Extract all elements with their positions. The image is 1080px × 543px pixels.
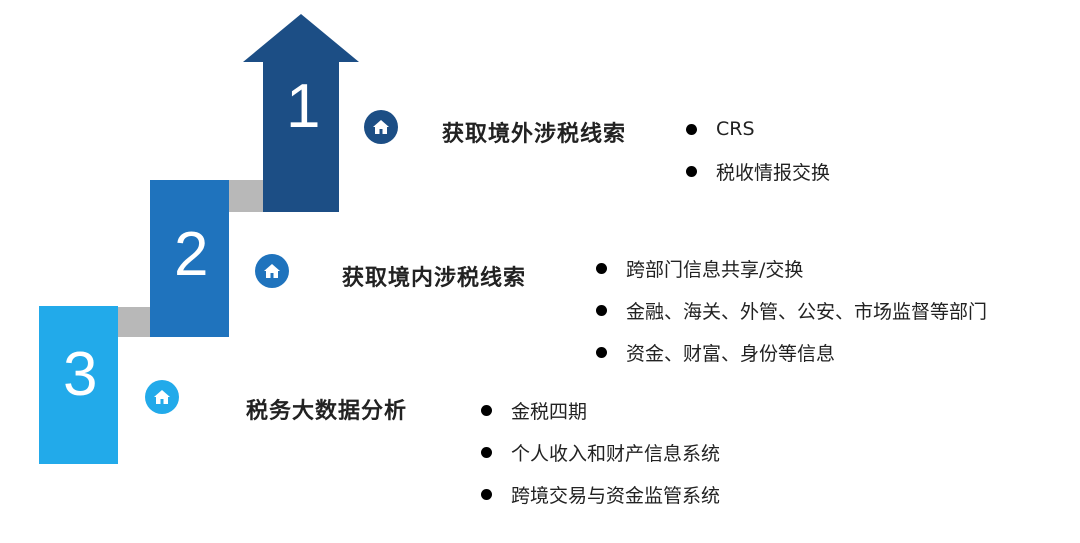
connector-2-1 (229, 180, 263, 212)
list-item-text: 个人收入和财产信息系统 (511, 442, 721, 465)
step-1-bullet-list: CRS 税收情报交换 (686, 108, 830, 192)
step-1-arrow (243, 14, 359, 212)
step-2-number: 2 (174, 220, 209, 289)
list-item-text: 税收情报交换 (716, 161, 831, 184)
step-2-bullet-list: 跨部门信息共享/交换 金融、海关、外管、公安、市场监督等部门 资金、财富、身份等… (596, 247, 987, 373)
step-3-block (39, 306, 118, 464)
step-3-home-icon (145, 380, 179, 414)
step-3-number: 3 (63, 340, 98, 409)
list-item-text: 跨部门信息共享/交换 (626, 258, 804, 281)
step-2-title: 获取境内涉税线索 (342, 266, 527, 291)
list-item: 跨部门信息共享/交换 (596, 247, 987, 289)
connector-3-2 (118, 307, 152, 337)
list-item: 跨境交易与资金监管系统 (481, 473, 720, 515)
list-item-text: 金融、海关、外管、公安、市场监督等部门 (626, 300, 988, 323)
step-3-title: 税务大数据分析 (246, 399, 408, 424)
step-3-bullet-list: 金税四期 个人收入和财产信息系统 跨境交易与资金监管系统 (481, 389, 720, 515)
bullet-dot (596, 346, 607, 358)
bullet-dot (481, 446, 492, 458)
step-2-block (150, 180, 229, 337)
list-item-text: CRS (716, 118, 755, 140)
bullet-dot (686, 165, 697, 177)
home-icon (264, 264, 280, 278)
list-item-text: 金税四期 (511, 400, 588, 423)
step-1-number: 1 (286, 72, 321, 141)
bullet-dot (481, 488, 492, 500)
list-item: CRS (686, 108, 830, 150)
step-1-title: 获取境外涉税线索 (442, 122, 627, 147)
list-item: 资金、财富、身份等信息 (596, 331, 987, 373)
step-1-home-icon (364, 110, 398, 144)
list-item: 税收情报交换 (686, 150, 830, 192)
list-item: 金税四期 (481, 389, 720, 431)
bullet-dot (596, 304, 607, 316)
home-icon (373, 120, 389, 134)
bullet-dot (686, 123, 697, 135)
list-item-text: 资金、财富、身份等信息 (626, 342, 836, 365)
list-item: 金融、海关、外管、公安、市场监督等部门 (596, 289, 987, 331)
home-icon (154, 390, 170, 404)
bullet-dot (596, 262, 607, 274)
step-2-home-icon (255, 254, 289, 288)
list-item-text: 跨境交易与资金监管系统 (511, 484, 721, 507)
bullet-dot (481, 404, 492, 416)
list-item: 个人收入和财产信息系统 (481, 431, 720, 473)
